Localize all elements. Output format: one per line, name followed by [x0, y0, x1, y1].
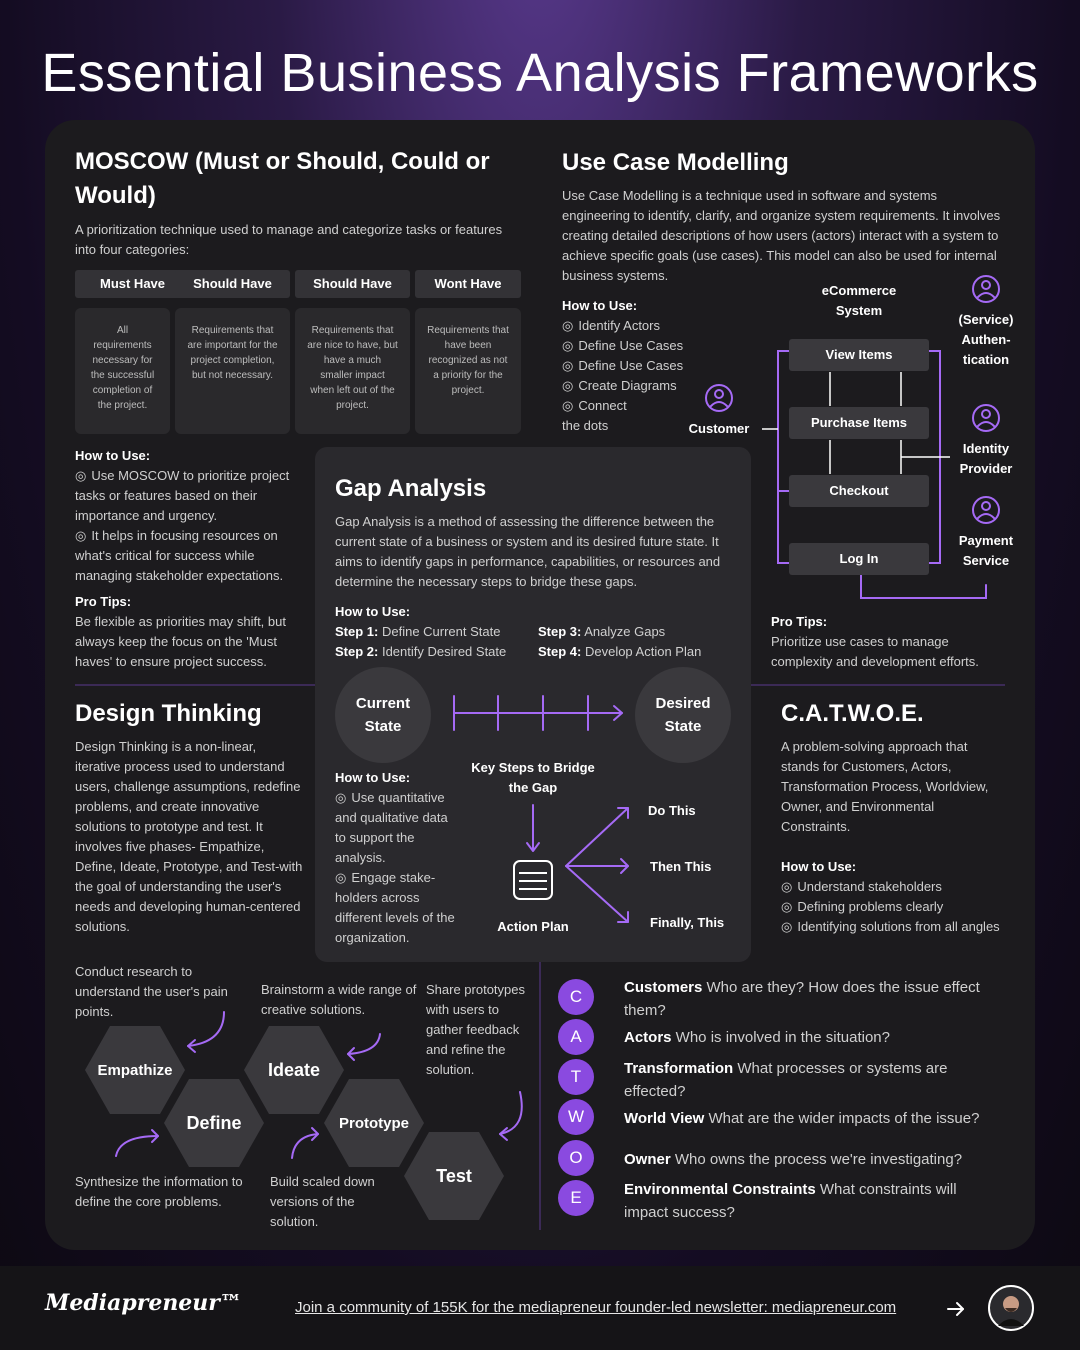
- uc-checkout: Checkout: [789, 475, 929, 507]
- usecase-how-list: Identify Actors Define Use Cases Define …: [562, 316, 692, 416]
- key-steps-label: Key Steps to Bridge the Gap: [471, 760, 595, 795]
- catwoe-owner: Owner Who owns the process we're investi…: [624, 1151, 963, 1168]
- usecase-how-tail: the dots: [562, 418, 609, 433]
- uc-purchase-items: Purchase Items: [789, 407, 929, 439]
- note-define: Synthesize the information to define the…: [75, 1174, 243, 1209]
- footer: [0, 1266, 1080, 1350]
- design-title: Design Thinking: [75, 700, 262, 727]
- actor-payment-service: Payment Service: [958, 533, 1014, 568]
- actor-identity-provider: Identity Provider: [959, 441, 1013, 476]
- moscow-how-title: How to Use:: [75, 448, 151, 463]
- catwoe-title: C.A.T.W.O.E.: [781, 700, 924, 727]
- note-empathize: Conduct research to understand the user'…: [75, 964, 228, 1019]
- note-ideate: Brainstorm a wide range of creative solu…: [261, 982, 417, 1017]
- note-test: Share prototypes with users to gather fe…: [426, 982, 526, 1077]
- list-item: Define Use Cases: [562, 336, 692, 356]
- moscow-title: MOSCOW (Must or Should, Could or Would): [75, 148, 490, 209]
- list-item: Create Diagrams: [562, 376, 692, 396]
- note-prototype: Build scaled down versions of the soluti…: [270, 1174, 375, 1229]
- moscow-wont-label: Wont Have: [415, 270, 521, 298]
- current-state: Current State: [335, 667, 431, 763]
- letter-t: T: [558, 1059, 594, 1095]
- letter-w: W: [558, 1099, 594, 1135]
- usecase-tips-title: Pro Tips:: [771, 614, 828, 629]
- action-plan-label: Action Plan: [497, 919, 569, 934]
- catwoe-desc: A problem-solving approach that stands f…: [781, 739, 989, 834]
- usecase-tips: Prioritize use cases to manage complexit…: [771, 634, 979, 669]
- gap-title: Gap Analysis: [335, 475, 487, 502]
- moscow-must-text: All requirements necessary for the succe…: [75, 308, 170, 434]
- catwoe-transformation: Transformation What processes or systems…: [624, 1060, 948, 1100]
- page-title: Essential Business Analysis Frameworks: [41, 43, 1039, 103]
- output-then-this: Then This: [650, 859, 712, 874]
- catwoe-world-view: World View What are the wider impacts of…: [624, 1110, 980, 1127]
- actor-authentication: (Service) Authen-tication: [958, 312, 1014, 367]
- gap-step-2: Step 2: Identify Desired State: [335, 644, 507, 659]
- catwoe-actors: Actors Who is involved in the situation?: [624, 1029, 890, 1046]
- desired-state: Desired State: [635, 667, 731, 763]
- list-item: Defining problems clearly: [781, 897, 1021, 917]
- output-do-this: Do This: [648, 803, 696, 818]
- gap-how-title: How to Use:: [335, 604, 411, 619]
- catwoe-how-list: Understand stakeholders Defining problem…: [781, 877, 1021, 937]
- list-item: Use quantitative and qualitative data to…: [335, 788, 460, 868]
- design-desc: Design Thinking is a non-linear, iterati…: [75, 739, 303, 934]
- moscow-how-list: Use MOSCOW to prioritize project tasks o…: [75, 466, 305, 586]
- moscow-should-text: Requirements that are important for the …: [175, 308, 290, 434]
- gap-step-3: Step 3: Analyze Gaps: [538, 624, 666, 639]
- uc-log-in: Log In: [789, 543, 929, 575]
- newsletter-link[interactable]: Join a community of 155K for the mediapr…: [295, 1299, 897, 1316]
- list-item: Define Use Cases: [562, 356, 692, 376]
- list-item: Identify Actors: [562, 316, 692, 336]
- usecase-how-title: How to Use:: [562, 298, 638, 313]
- list-item: Identifying solutions from all angles: [781, 917, 1021, 937]
- system-label: eCommerce System: [821, 283, 897, 318]
- moscow-tips: Be flexible as priorities may shift, but…: [75, 614, 286, 669]
- gap-how2-title: How to Use:: [335, 770, 411, 785]
- usecase-title: Use Case Modelling: [562, 149, 789, 176]
- uc-view-items: View Items: [789, 339, 929, 371]
- letter-o: O: [558, 1140, 594, 1176]
- output-finally-this: Finally, This: [650, 915, 725, 930]
- gap-step-4: Step 4: Develop Action Plan: [538, 644, 702, 659]
- moscow-tips-title: Pro Tips:: [75, 594, 132, 609]
- avatar: [988, 1285, 1034, 1331]
- gap-desc: Gap Analysis is a method of assessing th…: [335, 514, 721, 589]
- actor-customer: Customer: [688, 421, 750, 436]
- list-item: Understand stakeholders: [781, 877, 1021, 897]
- letter-e: E: [558, 1180, 594, 1216]
- list-item: It helps in focusing resources on what's…: [75, 526, 305, 586]
- list-item: Engage stake-holders across different le…: [335, 868, 460, 948]
- moscow-wont-text: Requirements that have been recognized a…: [415, 308, 521, 434]
- moscow-could-text: Requirements that are nice to have, but …: [295, 308, 410, 434]
- catwoe-customers: Customers Who are they? How does the iss…: [624, 979, 980, 1019]
- list-item: Use MOSCOW to prioritize project tasks o…: [75, 466, 305, 526]
- gap-how2-list: Use quantitative and qualitative data to…: [335, 788, 460, 948]
- moscow-must-label: Must Have: [75, 270, 190, 298]
- moscow-could-label: Should Have: [295, 270, 410, 298]
- usecase-desc: Use Case Modelling is a technique used i…: [562, 188, 1001, 283]
- moscow-desc: A prioritization technique used to manag…: [75, 222, 503, 257]
- gap-step-1: Step 1: Define Current State: [335, 624, 501, 639]
- brand-logo: Mediapreneur™: [45, 1290, 242, 1316]
- letter-a: A: [558, 1019, 594, 1055]
- list-item: Connect: [562, 396, 692, 416]
- moscow-should-label: Should Have: [175, 270, 290, 298]
- arrow-right-icon[interactable]: [945, 1298, 967, 1320]
- letter-c: C: [558, 979, 594, 1015]
- catwoe-environmental: Environmental Constraints What constrain…: [624, 1181, 957, 1221]
- catwoe-how-title: How to Use:: [781, 859, 857, 874]
